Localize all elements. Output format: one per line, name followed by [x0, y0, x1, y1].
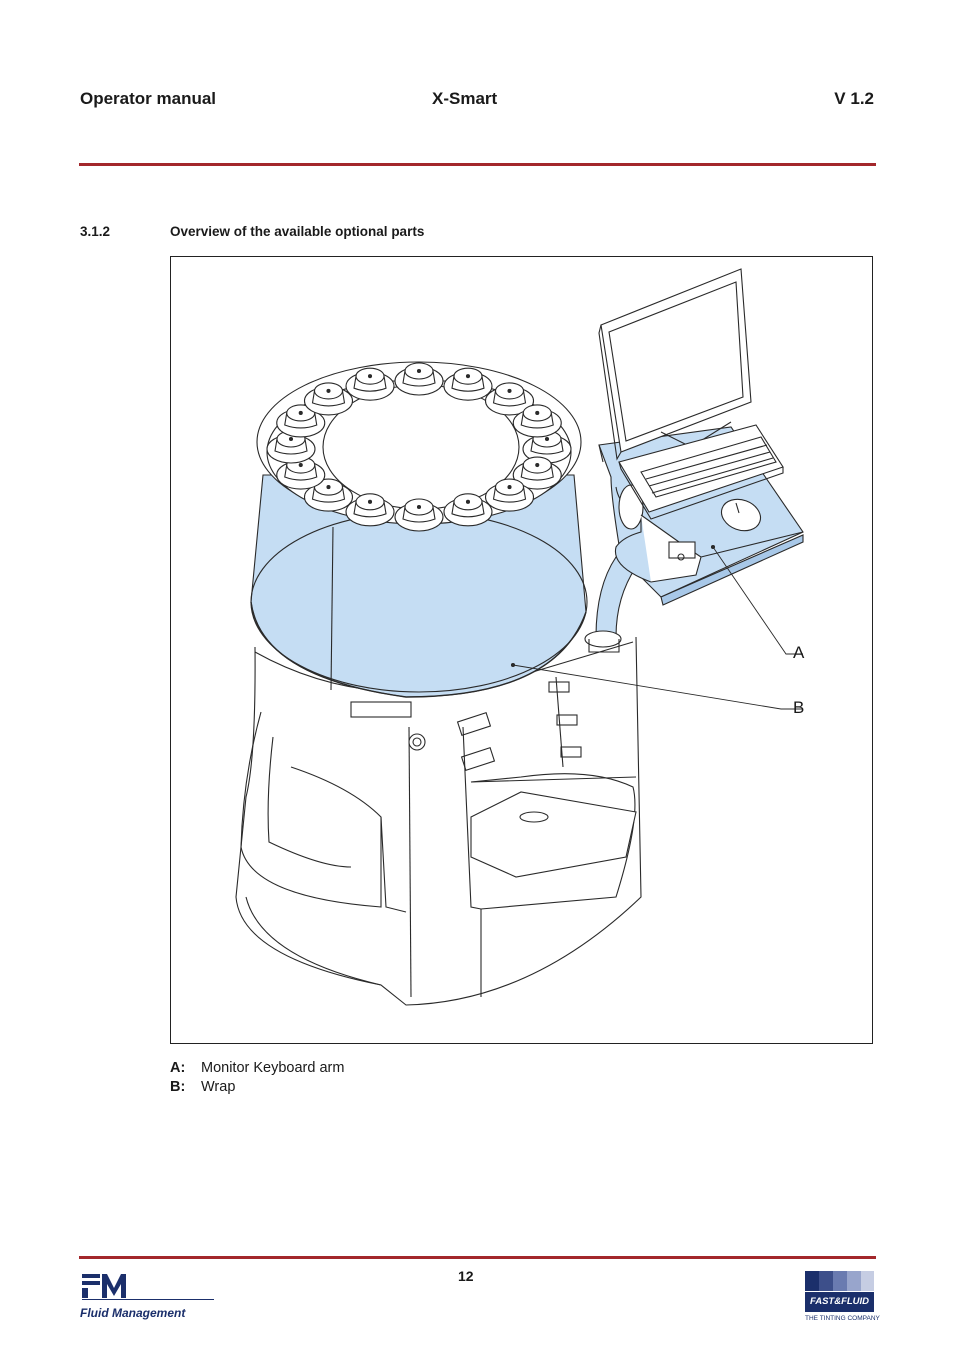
- canister: [443, 493, 493, 527]
- keyboard-arm-pole: [584, 556, 637, 653]
- legend-item-b: B: Wrap: [170, 1079, 570, 1099]
- canister: [276, 404, 326, 438]
- canister: [484, 382, 535, 416]
- machine-figure: A B: [170, 256, 873, 1044]
- fm-logo-mark: [82, 1274, 214, 1300]
- mouse: [720, 498, 762, 532]
- callout-b: B: [793, 698, 805, 717]
- canister: [484, 478, 535, 512]
- canister: [512, 404, 562, 438]
- legend-text-b: Wrap: [201, 1079, 236, 1095]
- canister: [345, 493, 395, 527]
- legend-key-a: A:: [170, 1060, 186, 1076]
- machine-illustration: [235, 268, 804, 1006]
- canister: [443, 367, 493, 401]
- callout-a: A: [793, 643, 805, 662]
- section-number: 3.1.2: [80, 224, 111, 239]
- header-product: X-Smart: [432, 89, 498, 108]
- machine-base: [235, 636, 642, 1006]
- callout-line-a: [712, 546, 803, 655]
- callout-line-b: [512, 664, 803, 710]
- header-rule: [79, 163, 876, 166]
- legend-key-b: B:: [170, 1079, 186, 1095]
- canister: [303, 478, 354, 512]
- footer-rule: [79, 1256, 876, 1259]
- fluid-management-logo: Fluid Management: [80, 1272, 220, 1324]
- fm-logo-text: Fluid Management: [80, 1306, 186, 1320]
- figure-legend: A: Monitor Keyboard arm B: Wrap: [170, 1060, 570, 1100]
- keyboard: [618, 424, 784, 520]
- monitor: [598, 268, 752, 461]
- ff-logo-name: FAST&FLUID: [805, 1292, 874, 1312]
- canister: [266, 430, 316, 464]
- canister: [303, 382, 354, 416]
- ff-logo-tagline: THE TINTING COMPANY: [805, 1315, 880, 1322]
- canister: [394, 362, 444, 396]
- canister-ring: [266, 362, 572, 532]
- legend-text-a: Monitor Keyboard arm: [201, 1060, 345, 1076]
- header-doc-title: Operator manual: [80, 89, 217, 108]
- section-title: Overview of the available optional parts: [170, 224, 425, 239]
- legend-item-a: A: Monitor Keyboard arm: [170, 1060, 570, 1080]
- fast-fluid-logo: FAST&FLUID THE TINTING COMPANY: [805, 1271, 880, 1325]
- canister: [512, 456, 562, 490]
- header-version: V 1.2: [834, 89, 874, 108]
- canister: [345, 367, 395, 401]
- page-number: 12: [458, 1268, 474, 1284]
- ff-color-blocks: [805, 1271, 874, 1291]
- canister: [394, 498, 444, 532]
